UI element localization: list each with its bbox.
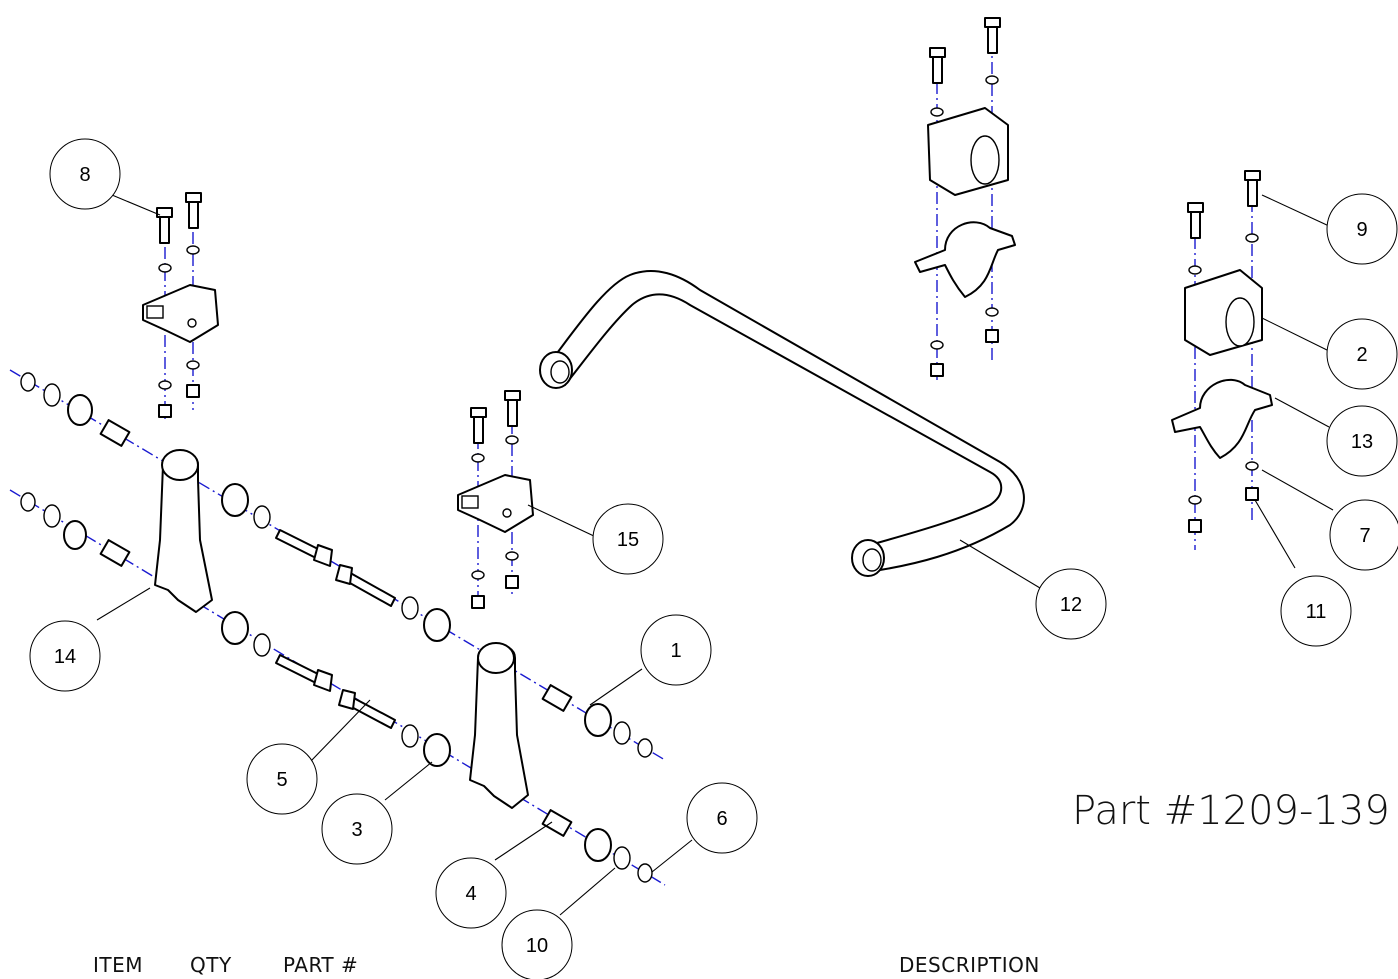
bushing-right <box>1184 269 1263 356</box>
table-header-description: DESCRIPTION <box>899 953 1040 977</box>
svg-text:15: 15 <box>617 529 639 551</box>
bolt <box>1244 170 1261 207</box>
callout-bubbles: 1 2 3 4 5 6 7 8 9 10 11 12 13 14 15 <box>29 138 1398 979</box>
bolt <box>1187 202 1204 239</box>
bolt <box>185 192 202 229</box>
svg-text:1: 1 <box>670 640 681 662</box>
svg-text:8: 8 <box>79 164 90 186</box>
callout-4: 4 <box>435 857 507 929</box>
callout-10: 10 <box>501 909 573 979</box>
clamp-upper <box>914 221 1016 298</box>
callout-6: 6 <box>686 782 758 854</box>
svg-text:6: 6 <box>716 808 727 830</box>
washers-nuts <box>20 75 1259 883</box>
svg-text:3: 3 <box>351 819 362 841</box>
svg-text:5: 5 <box>276 769 287 791</box>
svg-text:11: 11 <box>1306 601 1327 623</box>
bolt-horizontal <box>275 529 333 567</box>
end-link-right <box>469 642 529 809</box>
svg-text:9: 9 <box>1356 219 1367 241</box>
bolt <box>156 207 173 244</box>
bolt-horizontal <box>338 689 396 729</box>
part-number-label: Part #1209-139 <box>1072 788 1390 834</box>
table-header-qty: QTY <box>190 953 232 977</box>
bolts <box>156 17 1261 729</box>
callout-12: 12 <box>1035 568 1107 640</box>
callout-3: 3 <box>321 793 393 865</box>
svg-text:12: 12 <box>1060 594 1082 616</box>
svg-text:10: 10 <box>526 935 548 957</box>
leader-lines <box>96 194 1334 916</box>
callout-15: 15 <box>592 503 664 575</box>
bushing-upper <box>927 107 1009 196</box>
table-header-part: PART # <box>283 953 359 977</box>
bolt-horizontal <box>275 654 333 692</box>
mount-bracket-center <box>457 474 534 533</box>
mount-bracket-left <box>142 284 219 343</box>
callout-2: 2 <box>1326 318 1398 390</box>
callout-8: 8 <box>49 138 121 210</box>
svg-text:4: 4 <box>465 883 476 905</box>
svg-text:13: 13 <box>1351 431 1373 453</box>
callout-7: 7 <box>1329 499 1398 571</box>
end-link-left <box>154 449 213 613</box>
callout-1: 1 <box>640 614 712 686</box>
callout-11: 11 <box>1280 575 1352 647</box>
table-header-item: ITEM <box>93 953 144 977</box>
callout-14: 14 <box>29 620 101 692</box>
callout-9: 9 <box>1326 193 1398 265</box>
bolt <box>470 407 487 444</box>
svg-text:14: 14 <box>54 646 76 668</box>
clamp-right <box>1171 379 1273 459</box>
callout-5: 5 <box>246 743 318 815</box>
bolt <box>504 390 521 427</box>
bolt-horizontal <box>335 564 396 607</box>
bolt <box>984 17 1001 54</box>
svg-text:7: 7 <box>1359 525 1370 547</box>
svg-text:2: 2 <box>1356 344 1367 366</box>
callout-13: 13 <box>1326 405 1398 477</box>
sway-bar <box>539 270 1025 577</box>
bolt <box>929 47 946 84</box>
